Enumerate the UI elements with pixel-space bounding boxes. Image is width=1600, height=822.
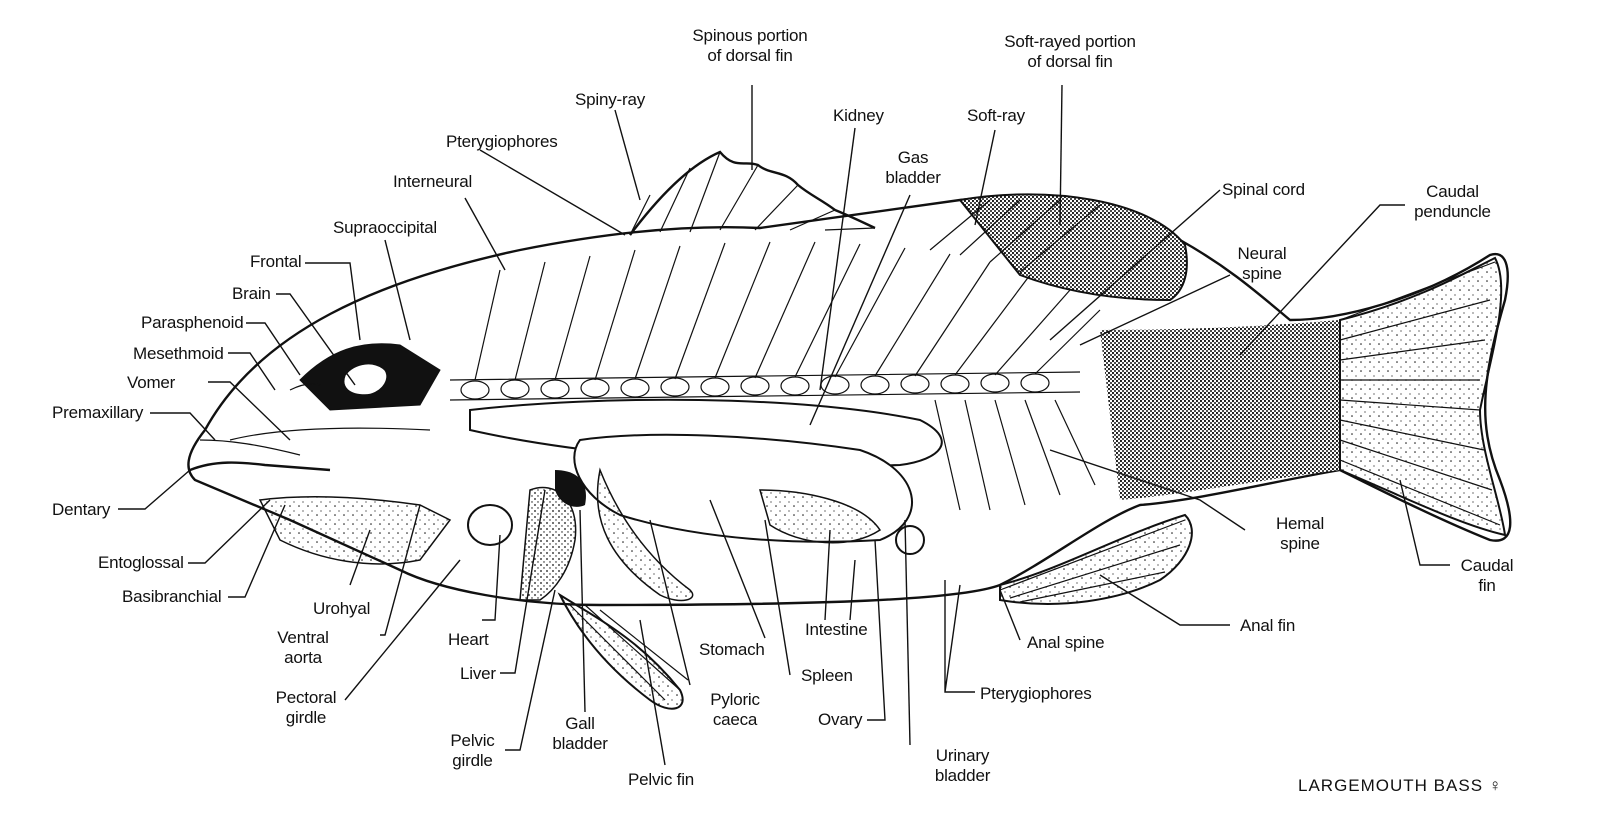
skull — [229, 343, 441, 441]
label-anal-spine: Anal spine — [1027, 633, 1105, 652]
label-ventral-aorta: Ventral aorta — [268, 628, 338, 668]
label-pyloric-caeca: Pyloric caeca — [700, 690, 770, 730]
viscera — [467, 398, 943, 602]
label-caudal-peduncle: Caudal penduncle — [1405, 182, 1500, 222]
label-line: girdle — [452, 751, 493, 770]
label-kidney: Kidney — [833, 106, 884, 125]
label-pelvic-fin: Pelvic fin — [628, 770, 695, 789]
label-neural-spine: Neural spine — [1232, 244, 1292, 284]
label-line: Neural — [1237, 244, 1287, 263]
label-stomach: Stomach — [699, 640, 765, 659]
label-line: Gas — [897, 148, 929, 167]
label-spinal-cord: Spinal cord — [1222, 180, 1305, 199]
leader-lines — [118, 84, 1450, 766]
label-line: bladder — [885, 168, 941, 187]
spinous-dorsal-fin — [629, 150, 876, 236]
label-brain: Brain — [232, 284, 271, 303]
fish-body — [187, 195, 1512, 607]
anal-fin-shape — [999, 513, 1193, 605]
label-line: bladder — [934, 766, 991, 785]
label-hemal-spine: Hemal spine — [1270, 514, 1330, 554]
label-interneural: Interneural — [393, 172, 473, 191]
label-anal-fin: Anal fin — [1240, 616, 1296, 635]
figure-caption: LARGEMOUTH BASS ♀ — [1298, 776, 1503, 795]
label-caudal-fin: Caudal fin — [1452, 556, 1522, 596]
label-urohyal: Urohyal — [313, 599, 371, 618]
label-heart: Heart — [448, 630, 489, 649]
caudal-region — [1100, 256, 1507, 537]
label-line: Spinous portion — [692, 26, 808, 45]
label-dentary: Dentary — [52, 500, 111, 519]
label-line: fin — [1478, 576, 1496, 595]
label-line: Pectoral — [275, 688, 337, 707]
label-line: Gall — [565, 714, 595, 733]
label-spiny-ray: Spiny-ray — [575, 90, 646, 109]
label-soft-rayed-dorsal-fin: Soft-rayed portion of dorsal fin — [995, 32, 1145, 72]
label-gall-bladder: Gall bladder — [550, 714, 610, 754]
label-supraoccipital: Supraoccipital — [333, 218, 437, 237]
label-line: girdle — [285, 708, 327, 727]
label-line: caeca — [712, 710, 758, 729]
label-line: Caudal — [1460, 556, 1514, 575]
label-basibranchial: Basibranchial — [122, 587, 222, 606]
label-urinary-bladder: Urinary bladder — [925, 746, 1000, 786]
label-line: Caudal — [1426, 182, 1479, 201]
label-line: of dorsal fin — [707, 46, 793, 65]
label-spinous-dorsal-fin: Spinous portion of dorsal fin — [680, 26, 820, 66]
label-spleen: Spleen — [801, 666, 853, 685]
label-line: bladder — [552, 734, 608, 753]
label-line: Pelvic — [450, 731, 495, 750]
label-line: of dorsal fin — [1027, 52, 1113, 71]
label-line: Urinary — [935, 746, 990, 765]
branchial-region — [258, 495, 452, 565]
label-line: Pyloric — [710, 690, 760, 709]
label-premaxillary: Premaxillary — [52, 403, 144, 422]
vertebral-column — [449, 241, 1101, 511]
label-line: penduncle — [1414, 202, 1491, 221]
label-line: spine — [1280, 534, 1320, 553]
label-mesethmoid: Mesethmoid — [133, 344, 224, 363]
label-pectoral-girdle: Pectoral girdle — [266, 688, 346, 728]
label-intestine: Intestine — [805, 620, 868, 639]
pelvic-fin — [557, 592, 689, 710]
label-liver: Liver — [460, 664, 496, 683]
label-pelvic-girdle: Pelvic girdle — [440, 731, 505, 771]
label-gas-bladder: Gas bladder — [878, 148, 948, 188]
label-line: spine — [1242, 264, 1282, 283]
label-line: Soft-rayed portion — [1004, 32, 1136, 51]
label-pterygiophores-top: Pterygiophores — [446, 132, 558, 151]
label-entoglossal: Entoglossal — [98, 553, 184, 572]
label-pterygiophores-bottom: Pterygiophores — [980, 684, 1092, 703]
label-vomer: Vomer — [127, 373, 176, 392]
label-parasphenoid: Parasphenoid — [141, 313, 244, 332]
label-line: Ventral — [277, 628, 329, 647]
label-frontal: Frontal — [250, 252, 302, 271]
soft-dorsal-fin — [929, 193, 1188, 302]
label-ovary: Ovary — [818, 710, 863, 729]
label-soft-ray: Soft-ray — [967, 106, 1025, 125]
label-line: Hemal — [1275, 514, 1325, 533]
label-line: aorta — [284, 648, 322, 667]
